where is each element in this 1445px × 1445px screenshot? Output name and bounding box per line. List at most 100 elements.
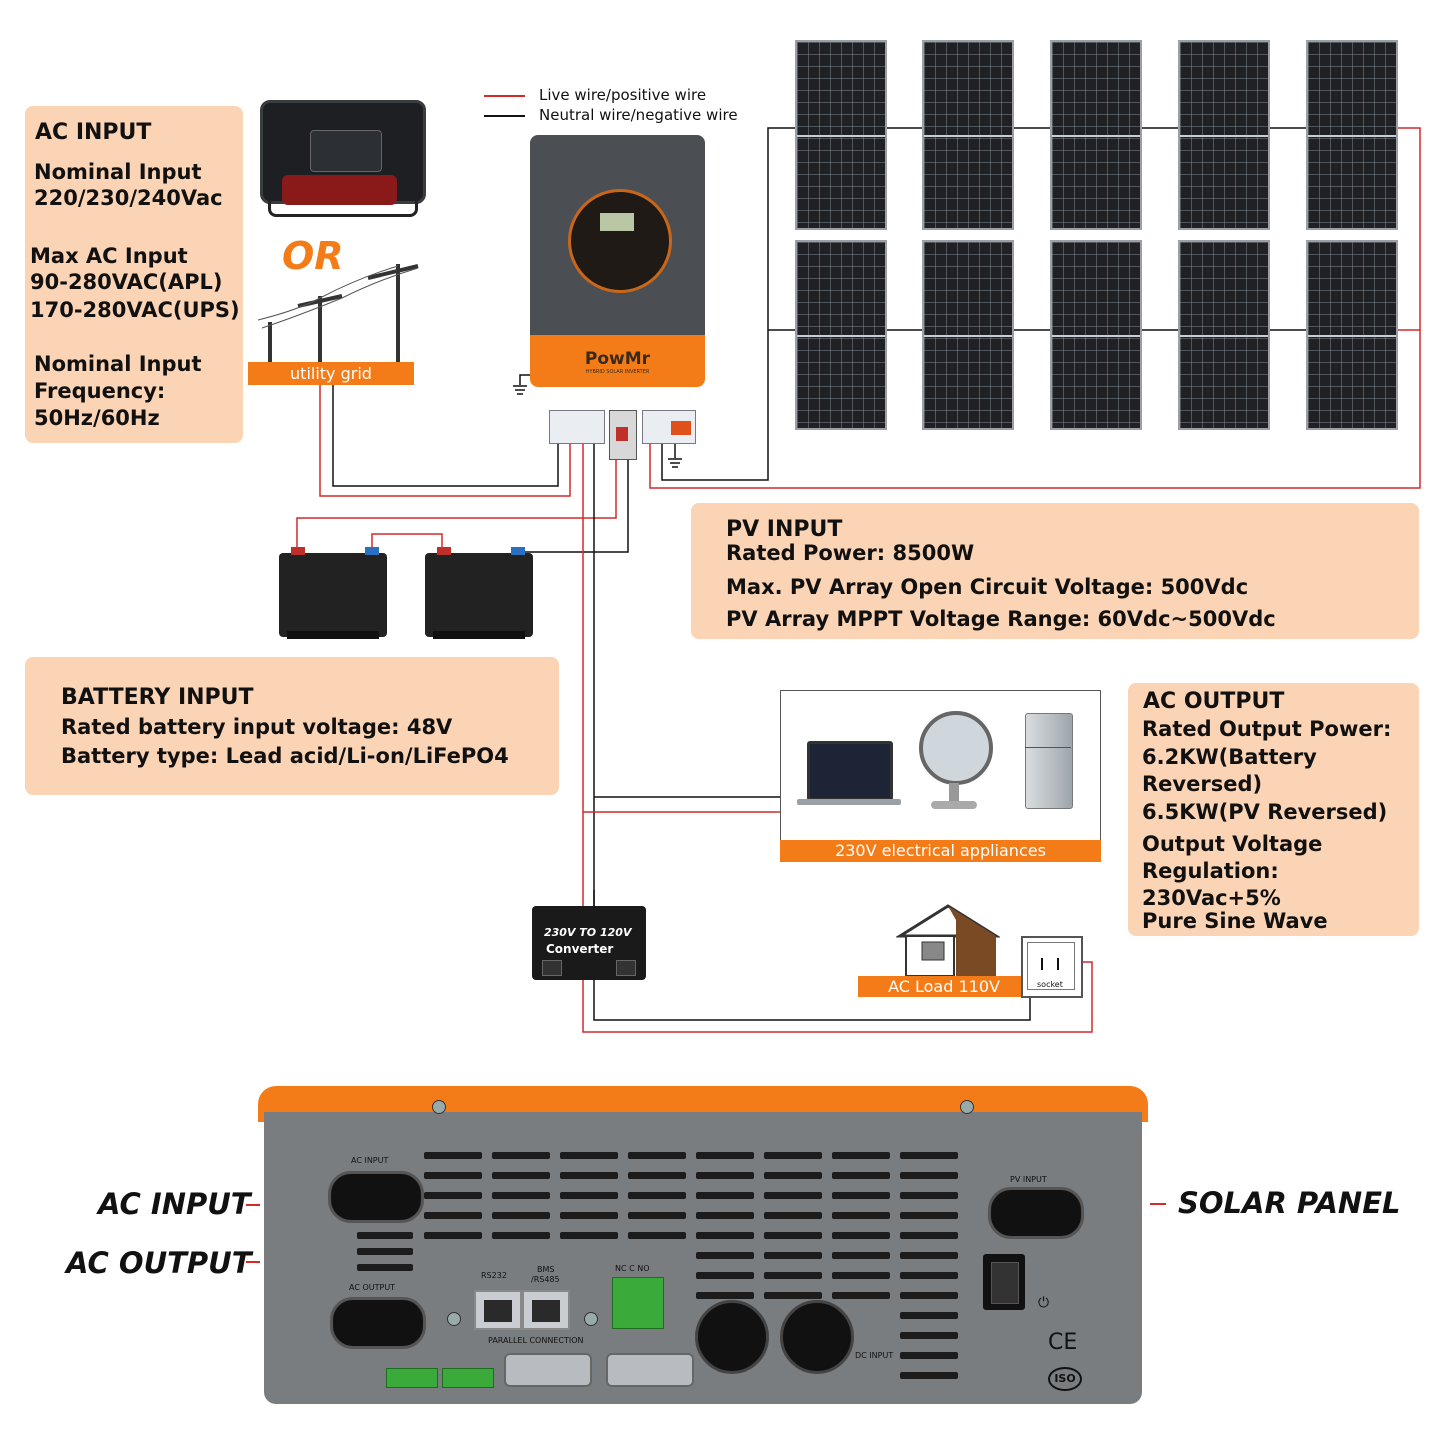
rs232-label: RS232 — [481, 1271, 507, 1280]
dc-input-label: DC INPUT — [855, 1351, 894, 1360]
pv-input-port-label: PV INPUT — [1010, 1175, 1047, 1184]
pv-rated-power: Rated Power: 8500W — [726, 541, 975, 565]
ac-output-wave: Pure Sine Wave — [1142, 909, 1328, 933]
battery-icon — [279, 547, 387, 639]
ac-output-reg-value: 230Vac+5% — [1142, 886, 1281, 910]
parallel-connection-label: PARALLEL CONNECTION — [488, 1336, 584, 1345]
ac-nominal-value: 220/230/240Vac — [34, 186, 223, 210]
ac-max-ups: 170-280VAC(UPS) — [30, 298, 240, 322]
solar-panel — [1050, 40, 1142, 230]
fan-icon — [919, 711, 993, 785]
ac-freq-label2: Frequency: — [34, 379, 166, 403]
pv-mppt-range: PV Array MPPT Voltage Range: 60Vdc~500Vd… — [726, 607, 1276, 631]
converter-line1: 230V TO 120V — [544, 926, 632, 939]
solar-panel — [795, 240, 887, 430]
solar-panel — [1306, 40, 1398, 230]
ac-nominal-label: Nominal Input — [34, 160, 202, 184]
ce-mark: CE — [1048, 1330, 1078, 1355]
ac-output-reg-label: Output Voltage — [1142, 832, 1323, 856]
screw-icon — [960, 1100, 974, 1114]
ac-load-label: AC Load 110V — [858, 976, 1030, 997]
screw-icon — [432, 1100, 446, 1114]
db15-port[interactable] — [606, 1353, 694, 1387]
ac-output-box: AC OUTPUT Rated Output Power: 6.2KW(Batt… — [1128, 683, 1419, 936]
relay-terminal-label: NC C NO — [615, 1264, 650, 1273]
device-ac-input-label: AC INPUT — [351, 1156, 389, 1165]
screw-icon — [584, 1312, 598, 1326]
vent-grille — [424, 1152, 964, 1390]
socket-label: socket — [1037, 980, 1063, 989]
power-switch[interactable] — [983, 1254, 1025, 1310]
breaker-ac-input — [549, 410, 605, 444]
legend-live-label: Live wire/positive wire — [539, 86, 707, 104]
solar-panel — [1050, 240, 1142, 430]
battery-input-title: BATTERY INPUT — [61, 685, 254, 710]
solar-panel — [922, 40, 1014, 230]
legend-neutral-label: Neutral wire/negative wire — [539, 106, 738, 124]
rs232-port[interactable] — [474, 1290, 522, 1330]
appliances-frame — [780, 690, 1101, 842]
breaker-dc — [609, 410, 637, 460]
battery-input-box: BATTERY INPUT Rated battery input voltag… — [25, 657, 559, 795]
side-label-solar-panel: SOLAR PANEL — [1178, 1186, 1401, 1220]
socket-icon: socket — [1021, 936, 1083, 998]
or-text: OR — [282, 234, 344, 278]
side-label-ac-input: AC INPUT — [98, 1187, 251, 1221]
inverter-subtitle: HYBRID SOLAR INVERTER — [585, 369, 650, 375]
pv-input-box: PV INPUT Rated Power: 8500W Max. PV Arra… — [691, 503, 1419, 639]
ac-output-battery-2: Reversed) — [1142, 772, 1263, 796]
ac-output-battery: 6.2KW(Battery — [1142, 745, 1317, 769]
parallel-terminal[interactable] — [386, 1368, 438, 1388]
bms-rs485-port[interactable] — [522, 1290, 570, 1330]
converter-line2: Converter — [546, 942, 614, 956]
breaker-pv — [642, 410, 696, 444]
pv-input-port[interactable] — [988, 1187, 1084, 1239]
ac-input-port[interactable] — [328, 1171, 424, 1223]
db9-port[interactable] — [504, 1353, 592, 1387]
inverter-brand: PowMr — [584, 349, 651, 369]
battery-icon — [425, 547, 533, 639]
pointer-line — [246, 1204, 260, 1206]
bms-label: BMS — [537, 1265, 555, 1274]
ac-input-box: AC INPUT Nominal Input 220/230/240Vac Ma… — [25, 106, 243, 443]
battery-voltage: Rated battery input voltage: 48V — [61, 715, 453, 739]
ac-output-title: AC OUTPUT — [1143, 689, 1285, 714]
ac-output-pv: 6.5KW(PV Reversed) — [1142, 800, 1388, 824]
ac-freq-label: Nominal Input — [34, 352, 202, 376]
battery-type: Battery type: Lead acid/Li-on/LiFePO4 — [61, 744, 509, 768]
solar-panel — [1178, 240, 1270, 430]
bms-label-2: /RS485 — [531, 1275, 560, 1284]
solar-panel — [795, 40, 887, 230]
inverter-display — [568, 189, 672, 293]
pv-input-title: PV INPUT — [726, 517, 843, 542]
parallel-terminal[interactable] — [442, 1368, 494, 1388]
ac-max-apl: 90-280VAC(APL) — [30, 270, 223, 294]
battery-positive-terminal[interactable] — [695, 1300, 769, 1374]
ac-max-label: Max AC Input — [30, 244, 188, 268]
ac-output-rated-label: Rated Output Power: — [1142, 717, 1392, 741]
power-icon: ⏻ — [1038, 1295, 1050, 1311]
appliances-label: 230V electrical appliances — [780, 840, 1101, 862]
generator-image — [260, 100, 426, 218]
refrigerator-icon — [1025, 713, 1073, 809]
ac-input-title: AC INPUT — [35, 120, 152, 145]
side-label-ac-output: AC OUTPUT — [66, 1246, 252, 1280]
converter-box: 230V TO 120V Converter — [532, 906, 646, 980]
utility-grid-label: utility grid — [248, 362, 414, 385]
solar-panel — [1306, 240, 1398, 430]
utility-pole-icon — [258, 264, 419, 362]
solar-panel — [922, 240, 1014, 430]
house-icon — [896, 904, 1000, 977]
pointer-line — [246, 1261, 260, 1263]
screw-icon — [447, 1312, 461, 1326]
pv-open-circuit: Max. PV Array Open Circuit Voltage: 500V… — [726, 575, 1249, 599]
device-ac-output-label: AC OUTPUT — [349, 1283, 396, 1292]
ac-output-port[interactable] — [330, 1297, 426, 1349]
iso-mark: ISO — [1048, 1367, 1082, 1391]
ac-freq-value: 50Hz/60Hz — [34, 406, 160, 430]
relay-terminal[interactable] — [612, 1277, 664, 1329]
battery-negative-terminal[interactable] — [780, 1300, 854, 1374]
inverter-unit: PowMr HYBRID SOLAR INVERTER — [530, 135, 705, 387]
pointer-line — [1150, 1203, 1166, 1205]
